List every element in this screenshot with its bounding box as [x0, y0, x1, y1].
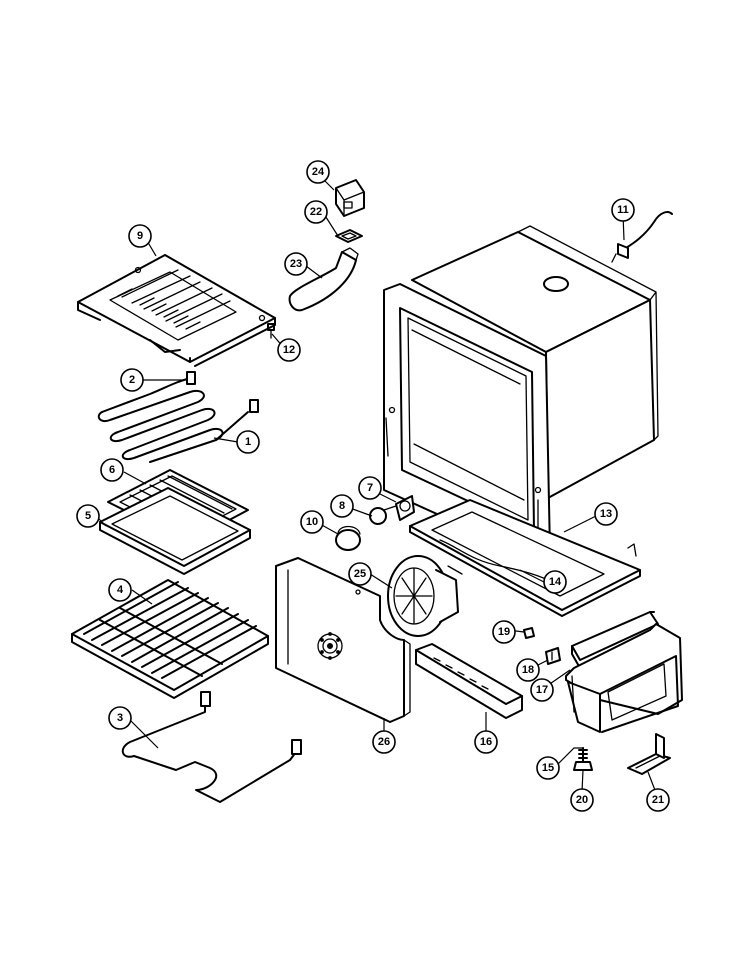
callout-label: 14: [549, 576, 562, 588]
callout-label: 26: [378, 736, 390, 748]
part-sensor-wire: [611, 211, 673, 263]
callout-label: 5: [85, 510, 91, 522]
callout-9: 9: [128, 224, 152, 248]
callout-label: 4: [117, 584, 124, 596]
part-convection-fan: [387, 555, 463, 637]
callout-3: 3: [108, 706, 132, 730]
callout-18: 18: [516, 658, 540, 682]
callout-label: 1: [245, 436, 251, 448]
callout-label: 24: [312, 166, 325, 178]
part-clip: [523, 627, 535, 639]
oven-cavity-box: [383, 225, 659, 559]
callout-1: 1: [236, 430, 260, 454]
part-leveling-leg: [573, 747, 593, 771]
callout-21: 21: [646, 788, 670, 812]
callout-20: 20: [570, 788, 594, 812]
callout-10: 10: [300, 510, 324, 534]
vent-hole-pattern: [317, 632, 343, 660]
callout-16: 16: [474, 730, 498, 754]
part-screw: [267, 323, 275, 339]
callout-4: 4: [108, 578, 132, 602]
callout-label: 21: [652, 794, 664, 806]
part-bake-element: [121, 691, 302, 803]
callout-22: 22: [304, 200, 328, 224]
callout-label: 6: [109, 464, 115, 476]
part-switch-block: [335, 179, 365, 217]
part-top-shield-plate: [77, 254, 276, 367]
part-broil-element: [97, 371, 259, 463]
callout-label: 16: [480, 736, 492, 748]
part-small-bracket: [545, 647, 561, 665]
callout-label: 22: [310, 206, 322, 218]
callout-label: 12: [283, 344, 295, 356]
part-gasket: [335, 229, 363, 243]
callout-26: 26: [372, 730, 396, 754]
callout-label: 10: [306, 516, 318, 528]
callout-label: 11: [617, 204, 629, 216]
callout-23: 23: [284, 252, 308, 276]
part-vent-strip: [415, 643, 523, 719]
callout-13: 13: [594, 502, 618, 526]
callout-label: 15: [542, 762, 554, 774]
callout-2: 2: [120, 368, 144, 392]
part-oven-rack: [71, 579, 269, 699]
callout-label: 8: [339, 500, 345, 512]
callout-6: 6: [100, 458, 124, 482]
part-oven-light-assembly: [335, 495, 415, 551]
callout-5: 5: [76, 504, 100, 528]
callout-label: 19: [498, 626, 510, 638]
part-anti-tip-bracket: [627, 733, 671, 775]
callout-17: 17: [530, 678, 554, 702]
part-broil-pan: [99, 487, 251, 575]
part-storage-drawer: [565, 611, 683, 733]
callout-label: 17: [536, 684, 548, 696]
callout-7: 7: [358, 476, 382, 500]
callout-14: 14: [543, 570, 567, 594]
callout-label: 9: [137, 230, 143, 242]
part-vent-duct: [288, 247, 359, 312]
callout-15: 15: [536, 756, 560, 780]
callout-label: 7: [367, 482, 373, 494]
callout-24: 24: [306, 160, 330, 184]
callout-label: 2: [129, 374, 135, 386]
callout-19: 19: [492, 620, 516, 644]
callout-label: 13: [600, 508, 612, 520]
part-rear-convection-panel: [275, 557, 411, 723]
callout-8: 8: [330, 494, 354, 518]
callout-label: 20: [576, 794, 588, 806]
callout-label: 25: [354, 568, 366, 580]
callout-11: 11: [611, 198, 635, 222]
callout-12: 12: [277, 338, 301, 362]
callout-label: 3: [117, 712, 123, 724]
callout-25: 25: [348, 562, 372, 586]
callout-label: 18: [522, 664, 534, 676]
part-oven-bottom-panel: [409, 499, 641, 617]
callout-label: 23: [290, 258, 302, 270]
